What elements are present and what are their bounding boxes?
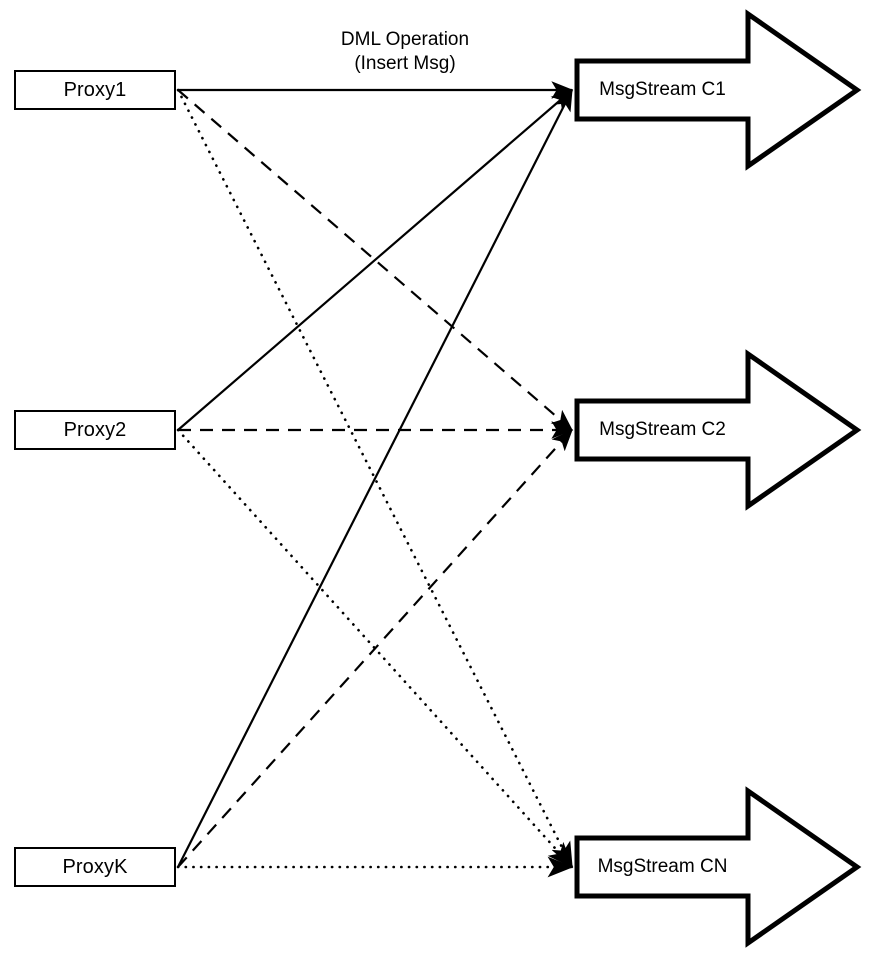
proxy-node-k[interactable]: ProxyK (14, 847, 176, 887)
stream-c1-label: MsgStream C1 (599, 79, 726, 100)
stream-c2-label: MsgStream C2 (599, 419, 726, 440)
edge-caption-dml-operation: DML Operation (Insert Msg) (305, 28, 505, 77)
proxy-node-1-label: Proxy1 (63, 79, 127, 101)
stream-arrow-stream_c2[interactable] (577, 349, 862, 511)
edge-proxy1-to-stream_cn (176, 88, 574, 869)
proxy-node-2[interactable]: Proxy2 (14, 410, 176, 450)
edge-caption-line-2: (Insert Msg) (354, 53, 456, 75)
edge-proxyK-to-stream_c1 (177, 88, 573, 868)
proxy-node-2-label: Proxy2 (63, 419, 127, 441)
proxy-node-k-label: ProxyK (62, 856, 128, 878)
edge-proxy2-to-stream_c1 (177, 89, 573, 431)
edge-caption-line-1: DML Operation (340, 29, 470, 50)
proxy-node-1[interactable]: Proxy1 (14, 70, 176, 110)
stream-arrow-stream_cn[interactable] (577, 786, 862, 948)
stream-cn-label: MsgStream CN (597, 856, 728, 877)
edge-proxyK-to-stream_c2 (177, 429, 573, 868)
edge-lines (176, 81, 574, 878)
stream-arrow-stream_c1[interactable] (577, 9, 862, 171)
stream-arrow-shapes (574, 9, 862, 948)
